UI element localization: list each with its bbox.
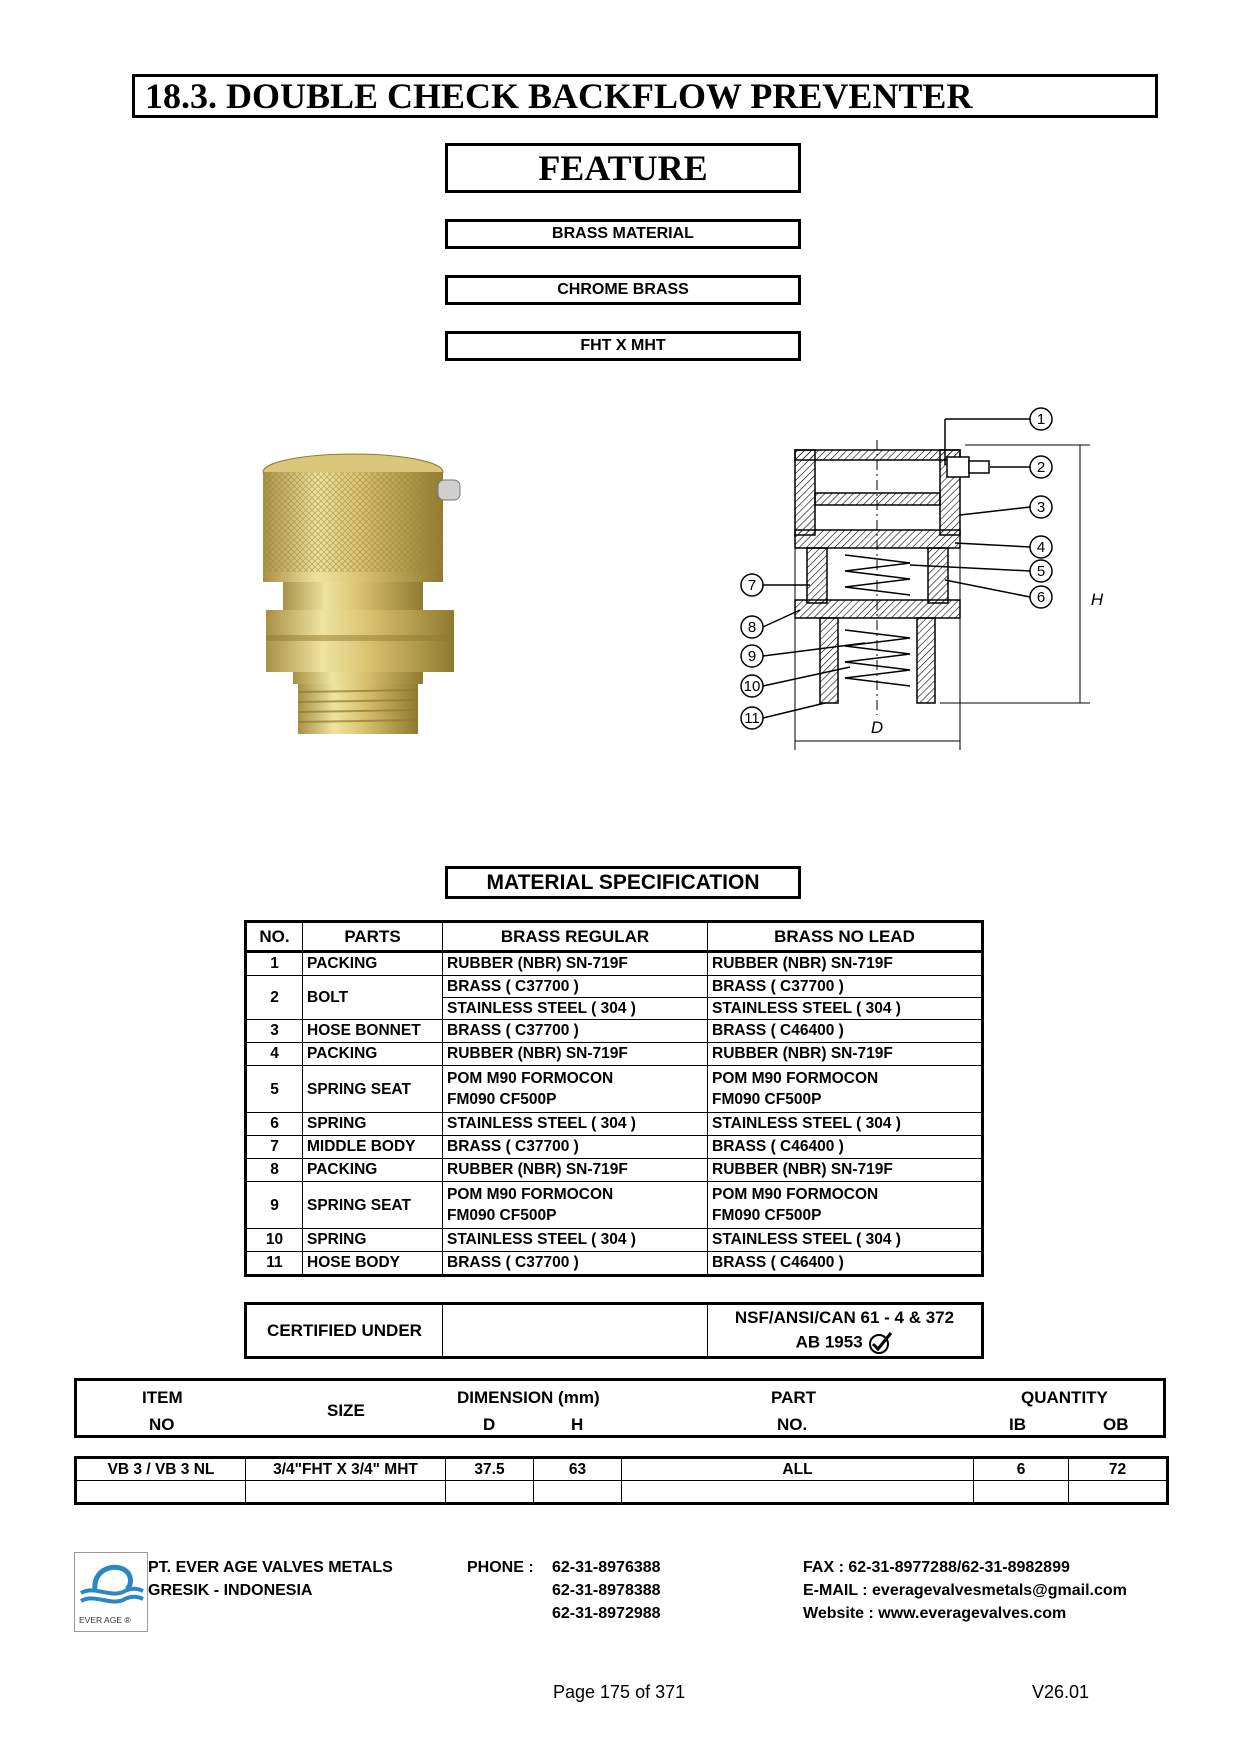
page-title: 18.3. DOUBLE CHECK BACKFLOW PREVENTER <box>132 74 1158 118</box>
callout-10: 10 <box>744 678 761 695</box>
header-part: PART <box>771 1388 817 1407</box>
header-size: SIZE <box>327 1401 365 1420</box>
company-location: GRESIK - INDONESIA <box>148 1582 313 1599</box>
header-brass-no-lead: BRASS NO LEAD <box>707 921 983 953</box>
check-icon <box>869 1331 893 1354</box>
feature-heading: FEATURE <box>445 143 801 193</box>
certification-table: CERTIFIED UNDER NSF/ANSI/CAN 61 - 4 & 37… <box>244 1302 984 1359</box>
callout-9: 9 <box>748 648 756 665</box>
table-row: VB 3 / VB 3 NL 3/4"FHT X 3/4" MHT 37.5 6… <box>75 1457 1168 1481</box>
phone-label: PHONE : <box>467 1559 534 1576</box>
header-part-no: NO. <box>777 1415 808 1434</box>
dimension-h-label: H <box>1091 590 1104 609</box>
material-spec-heading: MATERIAL SPECIFICATION <box>445 866 801 899</box>
header-brass-regular: BRASS REGULAR <box>442 921 708 953</box>
product-photo <box>262 453 461 734</box>
phone-3: 62-31-8972988 <box>552 1605 661 1622</box>
header-ob: OB <box>1103 1415 1129 1434</box>
callout-8: 8 <box>748 619 756 636</box>
header-ib: IB <box>1009 1415 1026 1434</box>
certified-ab: AB 1953 <box>795 1331 863 1351</box>
table-row <box>75 1480 1168 1504</box>
feature-item-material: BRASS MATERIAL <box>445 219 801 249</box>
wave-logo-icon <box>80 1564 144 1604</box>
feature-item-connection: FHT X MHT <box>445 331 801 361</box>
company-name: PT. EVER AGE VALVES METALS <box>148 1559 393 1576</box>
certified-standard: NSF/ANSI/CAN 61 - 4 & 372 <box>734 1307 955 1327</box>
certified-label: CERTIFIED UNDER <box>245 1303 443 1358</box>
dimension-header: ITEM NO SIZE DIMENSION (mm) D H PART NO.… <box>74 1378 1166 1438</box>
page-number: Page 175 of 371 <box>553 1682 686 1702</box>
logo-text: EVER AGE ® <box>79 1615 131 1625</box>
callout-4: 4 <box>1037 539 1045 556</box>
phone-1: 62-31-8976388 <box>552 1559 661 1576</box>
callout-6: 6 <box>1037 589 1045 606</box>
header-item-no: NO <box>149 1415 175 1434</box>
callout-11: 11 <box>744 710 760 727</box>
header-d: D <box>483 1415 496 1434</box>
phone-2: 62-31-8978388 <box>552 1582 661 1599</box>
email-line[interactable]: E-MAIL : everagevalvesmetals@gmail.com <box>803 1582 1127 1599</box>
header-item: ITEM <box>142 1388 183 1407</box>
header-h: H <box>571 1415 584 1434</box>
header-quantity: QUANTITY <box>1021 1388 1108 1407</box>
fax-line: FAX : 62-31-8977288/62-31-8982899 <box>803 1559 1070 1576</box>
callout-3: 3 <box>1037 499 1045 516</box>
callout-1: 1 <box>1037 411 1045 428</box>
dimension-table: VB 3 / VB 3 NL 3/4"FHT X 3/4" MHT 37.5 6… <box>74 1456 1169 1505</box>
company-logo: EVER AGE ® <box>74 1552 148 1632</box>
header-dimension: DIMENSION (mm) <box>457 1388 600 1407</box>
dimension-d-label: D <box>871 718 883 737</box>
header-no: NO. <box>245 921 303 953</box>
callout-2: 2 <box>1037 459 1045 476</box>
callout-5: 5 <box>1037 563 1045 580</box>
header-parts: PARTS <box>302 921 443 953</box>
callout-7: 7 <box>748 577 756 594</box>
feature-item-finish: CHROME BRASS <box>445 275 801 305</box>
table-row: STAINLESS STEEL ( 304 )STAINLESS STEEL (… <box>246 997 983 1020</box>
technical-drawing: 1 2 3 4 5 6 7 8 9 10 11 H D <box>740 407 1104 750</box>
website-line[interactable]: Website : www.everagevalves.com <box>803 1605 1067 1622</box>
version-number: V26.01 <box>1032 1682 1090 1702</box>
